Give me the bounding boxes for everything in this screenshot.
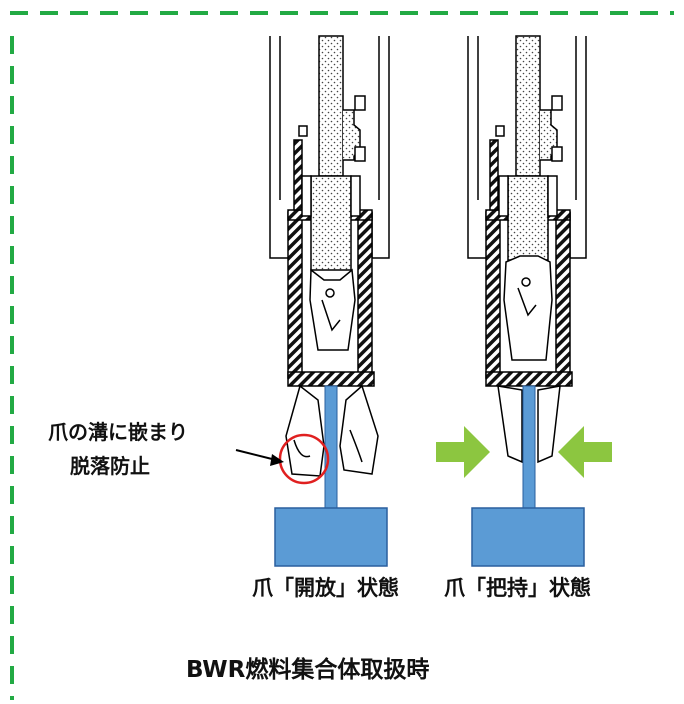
rod-open (324, 385, 338, 511)
annotation-line-2: 脱落防止 (70, 454, 150, 478)
rod-grip (522, 385, 536, 511)
grapple-grip (467, 35, 587, 464)
fuel-handle-block-open (274, 507, 388, 567)
dashed-frame (10, 11, 674, 700)
grapple-open (269, 35, 390, 477)
caption-open-state: 爪「開放」状態 (252, 576, 399, 600)
arrow-right-green (436, 426, 490, 478)
footer-title: BWR燃料集合体取扱時 (186, 657, 430, 683)
pointer-arrow (235, 449, 284, 466)
annotation-line-1: 爪の溝に嵌まり (48, 420, 188, 444)
fuel-handle-block-grip (471, 507, 585, 567)
highlight-circle (278, 433, 330, 485)
caption-grip-state: 爪「把持」状態 (444, 576, 591, 600)
arrow-left-green (558, 426, 612, 478)
